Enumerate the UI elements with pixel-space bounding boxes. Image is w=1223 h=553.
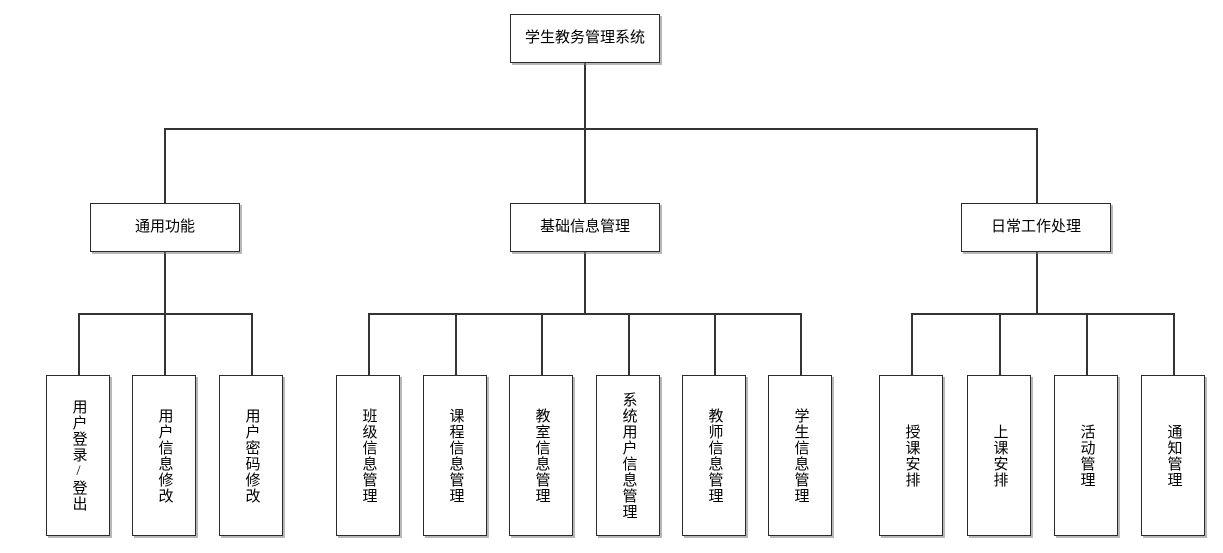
connector-branch-daily-work-vertical (1036, 252, 1038, 314)
node-leaf-classroom-info-label: 教室信息管理 (533, 407, 550, 504)
node-leaf-teaching-schedule: 授课安排 (879, 375, 943, 536)
node-leaf-teacher-info-label: 教师信息管理 (706, 407, 723, 504)
connector-drop-user-info-edit (164, 313, 166, 376)
node-leaf-system-user-info: 系统用户信息管理 (596, 375, 660, 536)
node-branch-basic-info: 基础信息管理 (510, 203, 660, 252)
node-leaf-notice-mgmt: 通知管理 (1141, 375, 1205, 536)
node-leaf-activity-mgmt: 活动管理 (1054, 375, 1118, 536)
node-leaf-activity-mgmt-label: 活动管理 (1078, 423, 1095, 488)
connector-branch-basic-info-vertical (584, 252, 586, 314)
node-leaf-teacher-info: 教师信息管理 (682, 375, 746, 536)
connector-branch-general-vertical (164, 252, 166, 314)
connector-drop-notice-mgmt (1173, 313, 1175, 376)
node-leaf-user-info-edit: 用户信息修改 (132, 375, 196, 536)
connector-drop-teaching-schedule (911, 313, 913, 376)
node-branch-general-label: 通用功能 (134, 219, 195, 236)
node-leaf-classroom-info: 教室信息管理 (509, 375, 573, 536)
node-leaf-class-schedule: 上课安排 (967, 375, 1031, 536)
node-leaf-user-login: 用户登录/登出 (46, 375, 110, 536)
connector-drop-branch-daily-work (1036, 128, 1038, 203)
connector-level1-horizontal (164, 128, 1038, 130)
node-leaf-system-user-info-label: 系统用户信息管理 (620, 391, 637, 520)
node-leaf-user-login-label: 用户登录/登出 (70, 399, 87, 512)
connector-drop-user-login (78, 313, 80, 376)
node-leaf-student-info-label: 学生信息管理 (792, 407, 809, 504)
connector-drop-classroom-info (541, 313, 543, 376)
node-root-label: 学生教务管理系统 (524, 30, 645, 47)
connector-branch-basic-info-horizontal (368, 313, 801, 315)
node-branch-basic-info-label: 基础信息管理 (539, 219, 630, 236)
connector-drop-user-password-edit (251, 313, 253, 376)
connector-root-vertical (584, 63, 586, 128)
connector-drop-system-user-info (628, 313, 630, 376)
node-leaf-user-info-edit-label: 用户信息修改 (156, 407, 173, 504)
node-leaf-teaching-schedule-label: 授课安排 (903, 423, 920, 488)
node-leaf-student-info: 学生信息管理 (768, 375, 832, 536)
node-leaf-user-password-edit: 用户密码修改 (219, 375, 283, 536)
node-leaf-course-info-label: 课程信息管理 (447, 407, 464, 504)
node-branch-daily-work: 日常工作处理 (961, 203, 1111, 252)
node-leaf-class-info: 班级信息管理 (336, 375, 400, 536)
node-leaf-class-info-label: 班级信息管理 (360, 407, 377, 504)
connector-drop-branch-basic-info (584, 128, 586, 203)
connector-drop-activity-mgmt (1086, 313, 1088, 376)
node-leaf-class-schedule-label: 上课安排 (991, 423, 1008, 488)
connector-drop-class-schedule (999, 313, 1001, 376)
connector-drop-branch-general (164, 128, 166, 203)
node-leaf-user-password-edit-label: 用户密码修改 (243, 407, 260, 504)
connector-branch-daily-work-horizontal (911, 313, 1174, 315)
node-branch-daily-work-label: 日常工作处理 (990, 219, 1081, 236)
node-root: 学生教务管理系统 (510, 14, 660, 63)
node-branch-general: 通用功能 (90, 203, 240, 252)
connector-drop-student-info (800, 313, 802, 376)
connector-drop-teacher-info (714, 313, 716, 376)
node-leaf-notice-mgmt-label: 通知管理 (1165, 423, 1182, 488)
node-leaf-course-info: 课程信息管理 (423, 375, 487, 536)
connector-drop-class-info (368, 313, 370, 376)
connector-drop-course-info (455, 313, 457, 376)
